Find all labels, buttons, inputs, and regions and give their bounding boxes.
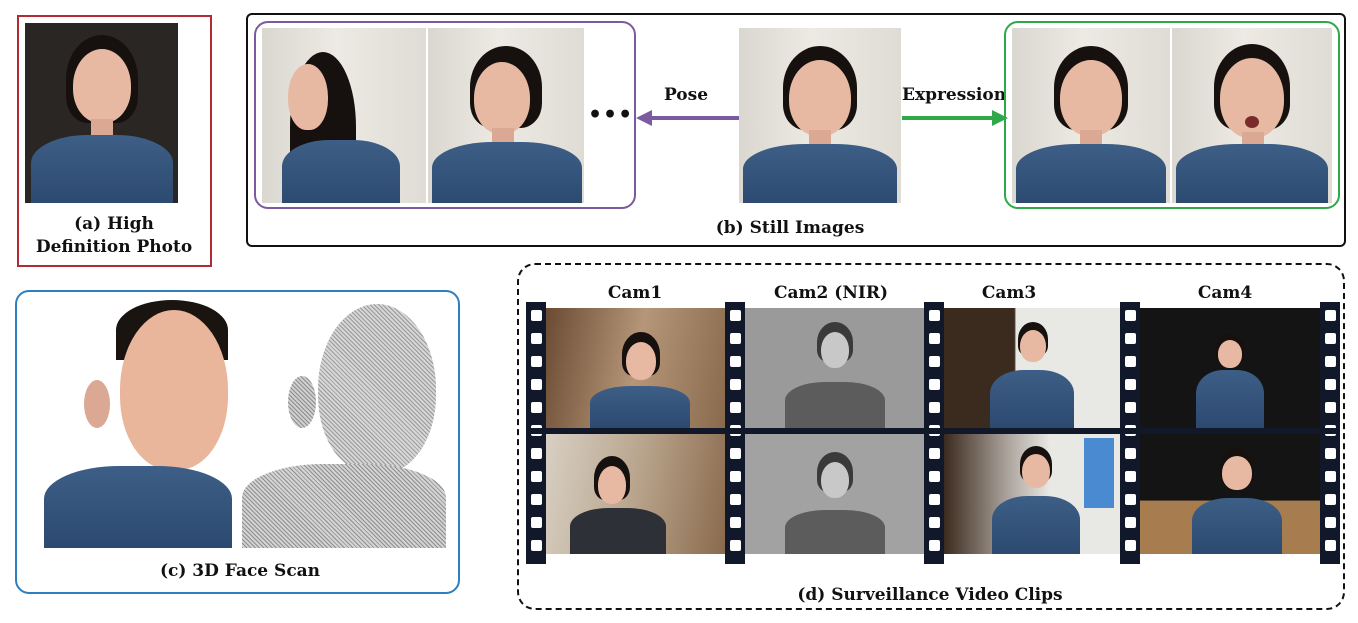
expression-smile-photo xyxy=(1012,28,1170,203)
film-sprocket-hole xyxy=(1124,402,1136,413)
expression-surprise-photo xyxy=(1172,28,1332,203)
film-sprocket-hole xyxy=(729,448,741,459)
film-sprocket-hole xyxy=(1124,540,1136,551)
film-sprocket-hole xyxy=(1324,333,1336,344)
film-sprocket-hole xyxy=(729,402,741,413)
pose-label: Pose xyxy=(663,85,709,105)
cam4-label: Cam4 xyxy=(1197,283,1253,303)
film-sprocket-hole xyxy=(1324,540,1336,551)
film-sprocket-hole xyxy=(1324,379,1336,390)
film-sprocket-hole xyxy=(1324,448,1336,459)
film-sprocket-hole xyxy=(530,517,542,528)
film-sprocket-hole xyxy=(928,540,940,551)
frontal-still-photo xyxy=(739,28,901,203)
film-sprocket-hole xyxy=(1324,494,1336,505)
film-sprocket-hole xyxy=(530,448,542,459)
panel-a-caption-line1: (a) High xyxy=(74,214,154,234)
film-sprocket-hole xyxy=(928,356,940,367)
pose-profile-photo xyxy=(262,28,426,203)
film-sprocket-hole xyxy=(928,333,940,344)
film-sprocket-hole xyxy=(928,310,940,321)
cam2-frame-2 xyxy=(745,434,924,554)
expression-arrow xyxy=(902,110,1008,126)
film-sprocket-hole xyxy=(530,333,542,344)
cam2-frame-1 xyxy=(745,308,924,428)
pose-group-frame xyxy=(254,21,636,209)
film-sprocket-hole xyxy=(530,379,542,390)
film-sprocket-hole xyxy=(928,402,940,413)
cam4-frame-2 xyxy=(1140,434,1320,554)
expression-group-frame xyxy=(1004,21,1340,209)
wireframe-face-scan xyxy=(236,300,450,548)
film-sprocket-hole xyxy=(928,517,940,528)
film-sprocket-hole xyxy=(1124,310,1136,321)
film-sprocket-hole xyxy=(729,517,741,528)
film-sprocket-hole xyxy=(1124,333,1136,344)
high-definition-photo xyxy=(25,23,178,203)
panel-c-frame xyxy=(15,290,460,594)
film-sprocket-hole xyxy=(530,310,542,321)
film-sprocket-hole xyxy=(530,540,542,551)
textured-face-scan xyxy=(24,300,234,548)
film-sprocket-hole xyxy=(1324,471,1336,482)
film-sprocket-hole xyxy=(1324,310,1336,321)
panel-d-frame xyxy=(517,263,1345,610)
film-sprocket-hole xyxy=(530,356,542,367)
cam3-label: Cam3 xyxy=(981,283,1037,303)
film-sprocket-hole xyxy=(1124,471,1136,482)
cam3-frame-2 xyxy=(944,434,1120,554)
film-sprocket-hole xyxy=(1324,356,1336,367)
film-sprocket-hole xyxy=(729,471,741,482)
expression-label: Expression xyxy=(902,85,1007,105)
cam1-frame-1 xyxy=(546,308,725,428)
cam1-label: Cam1 xyxy=(607,283,663,303)
film-sprocket-hole xyxy=(729,494,741,505)
film-sprocket-hole xyxy=(1124,379,1136,390)
film-sprocket-hole xyxy=(928,448,940,459)
film-sprocket-hole xyxy=(1124,448,1136,459)
cam1-frame-2 xyxy=(546,434,725,554)
film-sprocket-hole xyxy=(729,310,741,321)
panel-c-caption: (c) 3D Face Scan xyxy=(159,561,321,581)
film-sprocket-hole xyxy=(1124,494,1136,505)
film-sprocket-hole xyxy=(1124,356,1136,367)
pose-ellipsis: ••• xyxy=(588,102,634,128)
panel-b-caption: (b) Still Images xyxy=(715,218,865,238)
film-sprocket-hole xyxy=(530,402,542,413)
cam3-frame-1 xyxy=(944,308,1120,428)
film-sprocket-hole xyxy=(928,471,940,482)
panel-b-frame xyxy=(246,13,1346,247)
frame-separator xyxy=(526,428,1340,434)
film-sprocket-hole xyxy=(729,356,741,367)
cam2-label: Cam2 (NIR) xyxy=(774,283,888,303)
film-sprocket-hole xyxy=(729,379,741,390)
film-sprocket-hole xyxy=(729,540,741,551)
film-sprocket-hole xyxy=(1324,517,1336,528)
film-sprocket-hole xyxy=(928,494,940,505)
film-sprocket-hole xyxy=(1324,402,1336,413)
cam4-frame-1 xyxy=(1140,308,1320,428)
film-sprocket-hole xyxy=(530,471,542,482)
pose-arrow xyxy=(636,110,740,126)
film-sprocket-hole xyxy=(928,379,940,390)
film-sprocket-hole xyxy=(530,494,542,505)
film-sprocket-hole xyxy=(729,333,741,344)
panel-a-frame xyxy=(17,15,212,267)
panel-a-caption-line2: Definition Photo xyxy=(35,237,193,257)
panel-d-caption: (d) Surveillance Video Clips xyxy=(797,585,1063,605)
film-sprocket-hole xyxy=(1124,517,1136,528)
pose-three-quarter-photo xyxy=(428,28,584,203)
